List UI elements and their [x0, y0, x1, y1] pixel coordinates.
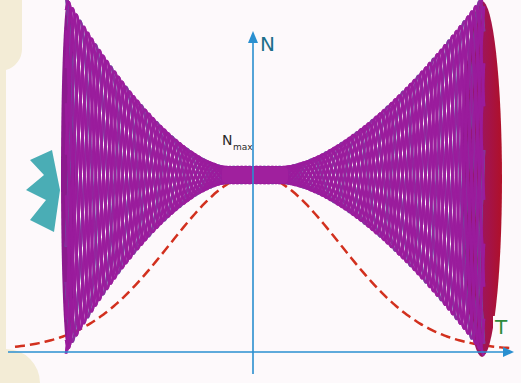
n-axis-arrow [248, 31, 258, 43]
panel-ground [6, 0, 521, 383]
t-axis [8, 351, 506, 353]
subscript-label: max [233, 143, 253, 152]
axis-label: T [493, 316, 509, 338]
symbol-label: N [222, 133, 232, 147]
helix-strand [66, 0, 484, 319]
t-axis-arrow [503, 347, 514, 357]
n-axis [252, 40, 254, 374]
waist-tube [222, 167, 288, 183]
teal-fringe [26, 150, 60, 232]
axis-label: N [260, 34, 275, 54]
